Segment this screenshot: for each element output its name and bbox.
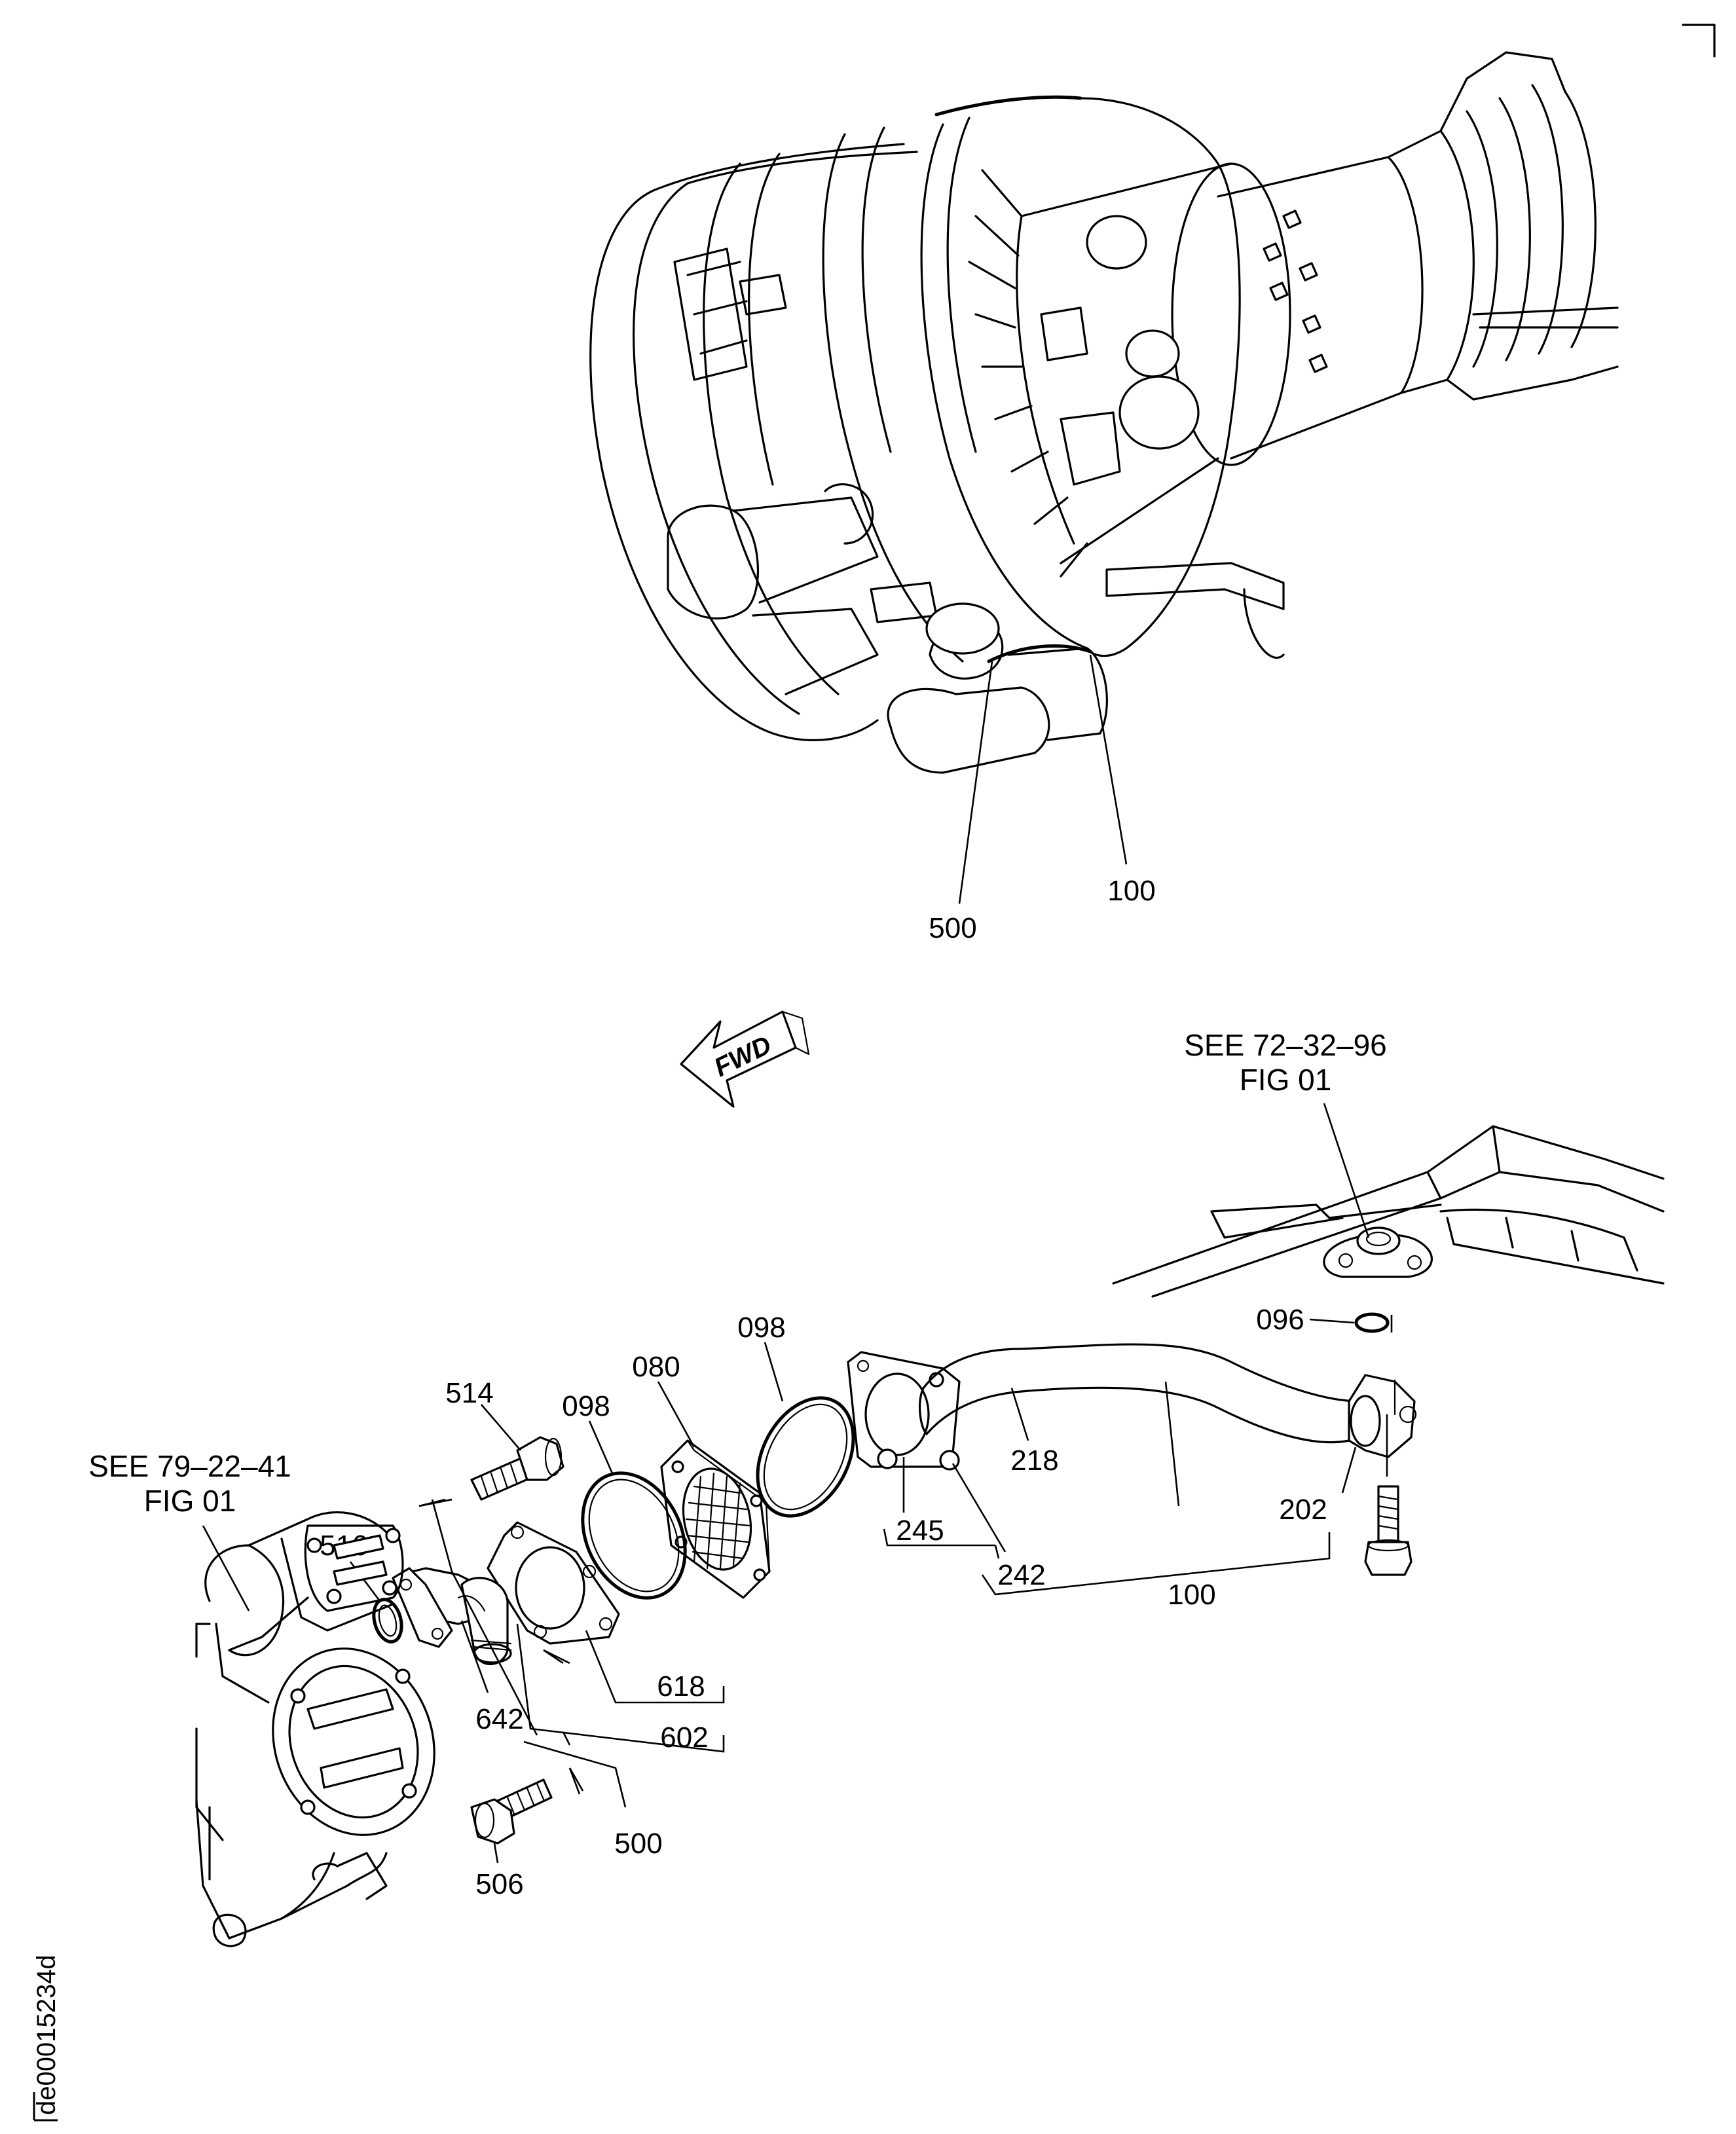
- engine-assembly: [589, 51, 1619, 904]
- callout-602: 602: [660, 1721, 708, 1754]
- callout-218: 218: [1010, 1444, 1058, 1477]
- callout-top-100: 100: [1107, 875, 1155, 907]
- ref-72-32-96-line2: FIG 01: [1240, 1063, 1332, 1097]
- callout-202: 202: [1279, 1494, 1327, 1526]
- callout-618: 618: [657, 1670, 705, 1702]
- callout-098-left: 098: [562, 1390, 610, 1422]
- ref-79-22-41-line1: SEE 79–22–41: [88, 1449, 291, 1483]
- callout-514: 514: [445, 1377, 493, 1409]
- packing-098-left: [581, 1420, 687, 1600]
- bolt-506: [470, 1767, 584, 1864]
- ref-79-22-41-line2: FIG 01: [144, 1484, 236, 1518]
- ref-72-32-96-line1: SEE 72–32–96: [1184, 1028, 1387, 1062]
- callout-098-right: 098: [737, 1312, 785, 1344]
- sheet-corner-mark: [1682, 24, 1716, 58]
- fwd-direction-arrow: FWD: [680, 1010, 810, 1108]
- drawing-id-text: de00015234d: [32, 1955, 61, 2115]
- callout-096: 096: [1256, 1304, 1304, 1336]
- packing-096: [1309, 1312, 1393, 1333]
- mounting-structure: [1112, 1103, 1665, 1298]
- tube-assembly-100: [847, 1343, 1417, 1596]
- callout-080: 080: [632, 1351, 680, 1383]
- gearbox-housing: [195, 1511, 435, 1947]
- callout-100: 100: [1168, 1579, 1215, 1611]
- elbow-cover-assembly-602: [392, 1498, 725, 1808]
- callout-500: 500: [614, 1828, 662, 1860]
- callout-245: 245: [896, 1515, 944, 1547]
- callout-top-500: 500: [929, 912, 976, 944]
- packing-098-right: [756, 1342, 855, 1518]
- callout-242: 242: [997, 1559, 1045, 1591]
- leader-tick-marks: [418, 1498, 581, 1795]
- callout-642: 642: [475, 1703, 523, 1735]
- drawing-id-stamp: de00015234d: [25, 1833, 64, 2122]
- screen-080: [657, 1381, 771, 1599]
- callout-506: 506: [475, 1868, 523, 1900]
- bolt-514: [418, 1404, 564, 1507]
